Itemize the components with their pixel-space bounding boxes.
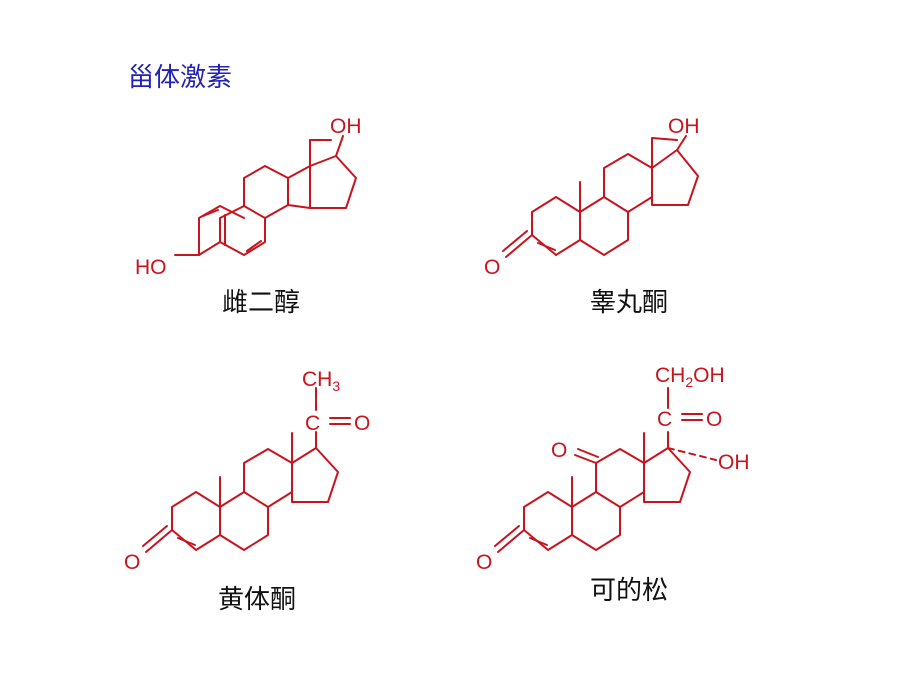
- progesterone-caption: 黄体酮: [218, 585, 296, 615]
- cortisone-ch2oh: CH2OH: [655, 364, 725, 390]
- estradiol-oh-top: OH: [330, 115, 362, 138]
- testosterone-structure: OH O: [484, 115, 700, 279]
- testosterone-caption: 睾丸酮: [590, 288, 668, 318]
- progesterone-bonds: [142, 387, 351, 553]
- diagram-title: 甾体激素: [128, 63, 232, 93]
- progesterone-oxo: O: [124, 551, 140, 574]
- estradiol-structure: OH HO: [135, 115, 362, 279]
- cortisone-carbonyl-o: O: [706, 408, 722, 431]
- cortisone-carbonyl-c: C: [657, 408, 672, 431]
- testosterone-oxo: O: [484, 256, 500, 279]
- cortisone-oh-17: OH: [718, 451, 750, 474]
- cortisone-bonds: [494, 387, 717, 553]
- testosterone-bonds: [502, 135, 699, 258]
- progesterone-methyl-group: CH3: [302, 368, 340, 394]
- testosterone-oh-top: OH: [668, 115, 700, 138]
- cortisone-caption: 可的松: [590, 576, 668, 606]
- progesterone-carbonyl-o: O: [354, 412, 370, 435]
- progesterone-structure: CH3 C O O: [124, 368, 370, 574]
- cortisone-oxo-3: O: [476, 551, 492, 574]
- progesterone-carbonyl-c: C: [305, 412, 320, 435]
- cortisone-structure: CH2OH C O OH O O: [476, 364, 750, 574]
- cortisone-oxo-11: O: [551, 439, 567, 462]
- estradiol-caption: 雌二醇: [222, 288, 300, 318]
- estradiol-bonds: [174, 135, 357, 256]
- estradiol-ho-left: HO: [135, 256, 167, 279]
